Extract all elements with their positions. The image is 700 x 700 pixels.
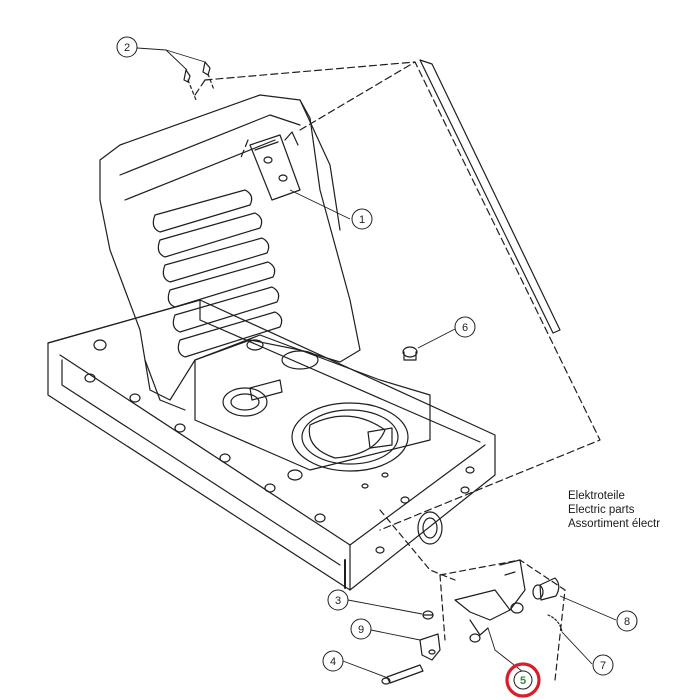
callout-label-2: 2: [124, 42, 130, 54]
highlight-ring: [505, 662, 541, 698]
callout-4: 4: [322, 650, 344, 672]
callout-label-6: 6: [462, 322, 468, 334]
rail-outline: [194, 61, 601, 531]
callout-label-1: 1: [359, 214, 365, 226]
callout-label-3: 3: [335, 595, 341, 607]
electric-parts: [379, 509, 566, 681]
leader-lines: [136, 47, 617, 679]
screw-6: [402, 346, 418, 361]
hinge-bracket: [249, 131, 301, 201]
screws-2: [183, 61, 215, 101]
callout-label-5: 5: [520, 675, 526, 687]
callout-6: 6: [454, 316, 476, 338]
slide-rail: [419, 59, 561, 334]
callout-label-9: 9: [358, 624, 364, 636]
electric-parts-note: Elektroteile Electric parts Assortiment …: [568, 489, 660, 531]
seat-pan: [194, 334, 431, 472]
callout-8: 8: [616, 610, 638, 632]
callout-1: 1: [351, 208, 373, 230]
callout-3: 3: [327, 589, 349, 611]
callout-7: 7: [592, 654, 614, 676]
note-line-en: Electric parts: [568, 504, 635, 516]
callout-label-8: 8: [624, 616, 630, 628]
callout-label-7: 7: [600, 660, 606, 672]
callout-label-4: 4: [330, 656, 336, 668]
note-line-de: Elektroteile: [568, 490, 625, 502]
small-hardware: [381, 610, 441, 685]
callout-5: 5: [505, 662, 541, 698]
callout-2: 2: [116, 36, 138, 58]
note-line-fr: Assortiment électr: [568, 518, 661, 530]
chassis-frame: [47, 299, 496, 591]
callout-9: 9: [350, 618, 372, 640]
seat-back: [99, 94, 361, 411]
